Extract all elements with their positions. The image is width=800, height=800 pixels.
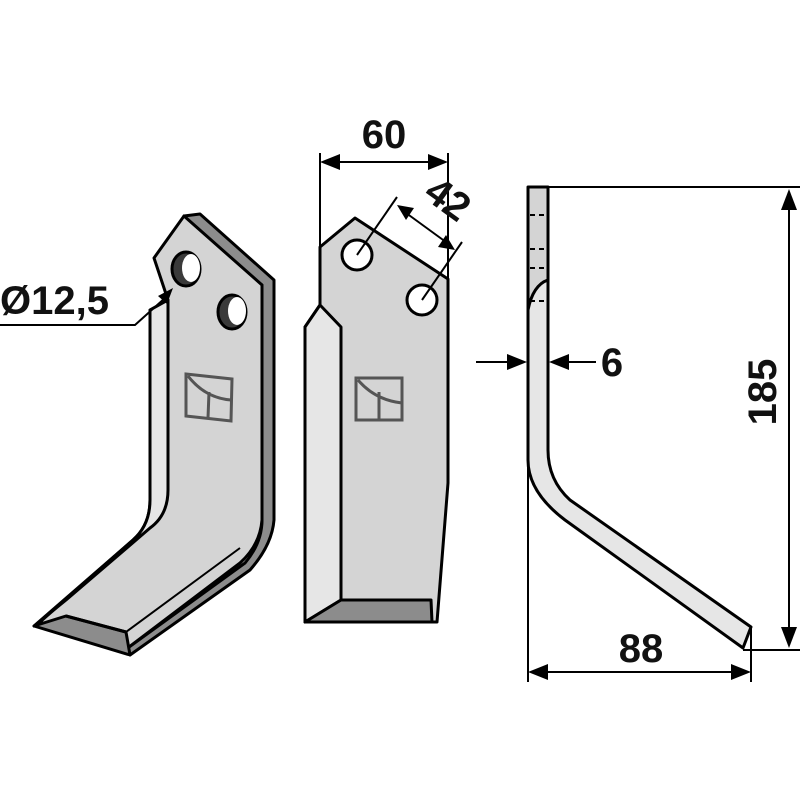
hole-spacing-label: 42 <box>417 169 479 231</box>
blade-bevel <box>32 298 170 628</box>
offset-label: 88 <box>619 627 664 671</box>
profile-body <box>526 278 753 650</box>
perspective-holes <box>170 250 248 331</box>
thickness-label: 6 <box>601 341 623 385</box>
offset-dimension <box>527 460 752 682</box>
brand-logo-icon <box>354 376 404 422</box>
height-dimension <box>548 186 800 651</box>
width-label: 60 <box>362 113 407 157</box>
hole-diameter-label: Ø12,5 <box>0 279 109 323</box>
width-dimension <box>319 153 449 279</box>
front-bevel <box>303 303 343 624</box>
side-profile-view <box>526 185 753 650</box>
hole-diameter-dimension: Ø12,5 <box>0 279 173 326</box>
brand-logo-icon <box>184 372 234 423</box>
hidden-lines <box>530 214 546 302</box>
perspective-view <box>32 212 276 657</box>
front-bottom-edge <box>303 598 434 624</box>
height-label: 185 <box>741 359 785 426</box>
thickness-dimension <box>476 354 596 370</box>
hole-spacing-dimension <box>356 196 463 301</box>
